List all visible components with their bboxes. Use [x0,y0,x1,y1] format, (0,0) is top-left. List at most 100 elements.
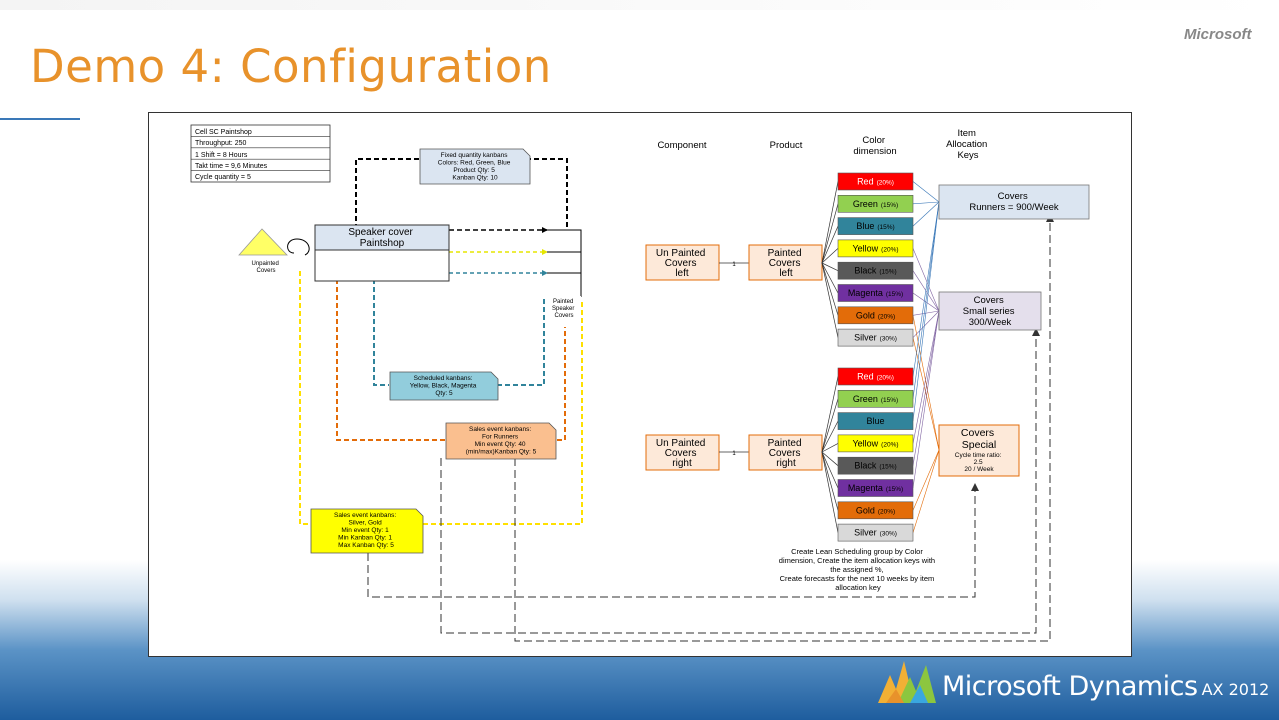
color-box-label: Green(15%) [853,394,898,404]
fixed-kanban-line: Fixed quantity kanbans [441,152,509,159]
color-box-label: Blue [866,416,884,426]
scheduled-kanban-note: Scheduled kanbans: Yellow, Black, Magent… [389,371,499,401]
product-color-connector [821,203,839,264]
dynamics-mark-icon [878,661,936,703]
note-line: dimension, Create the item allocation ke… [779,556,935,565]
painted-covers-label: Painted Speaker Covers [547,296,581,322]
color-box-label: Black(15%) [854,461,896,471]
product-color-connector [821,181,839,264]
color-box-silver [837,328,914,347]
allocation-connector [912,181,940,203]
color-pct: (15%) [881,202,898,209]
color-name: Yellow [852,438,878,448]
component-right-label: Covers [665,448,697,459]
color-name: Magenta [848,483,883,493]
small-series-label: 300/Week [969,317,1012,328]
svg-text:Covers Special: Covers Special [961,427,997,451]
cell-table-row: Cell SC Paintshop [195,129,252,136]
product-color-connector [821,451,839,489]
color-box-green [837,195,914,213]
svg-text:Unpainted Covers: Unpainted Covers [251,261,280,274]
color-box-black [837,456,914,475]
color-box-magenta [837,479,914,497]
allocation-connector [912,201,940,227]
note-line: the assigned %, [830,565,883,574]
product-left-label: left [779,268,793,279]
scheduled-kanban-loop [373,279,545,386]
flow-lines [299,158,1054,642]
color-name: Silver [854,528,877,538]
svg-text:Fixed quantity kanbans: Fixed quantity kanbans Colors: Red, Gree… [438,152,512,182]
painted-label: Covers [554,313,573,319]
header-allocation-line: Allocation [946,139,987,150]
sales-silver-line: Min Kanban Qty: 1 [338,535,392,542]
ratio-right: 1 [732,451,736,457]
color-box-blue [837,412,914,430]
header-allocation-line: Keys [957,150,978,161]
product-left-label: Painted [768,248,802,259]
color-name: Gold [856,505,875,515]
paintshop-label: Paintshop [360,238,405,249]
sales-runners-note: Sales event kanbans: For Runners Min eve… [445,422,557,460]
cell-table-row: Cycle quantity = 5 [195,174,251,181]
sales-runners-line: Min event Qty: 40 [475,441,526,448]
color-name: Yellow [852,243,878,253]
svg-text:Covers Small series: Covers Small series 300/Week [963,295,1017,328]
color-box-label: Green(15%) [853,199,898,209]
svg-text:Painted Covers: Painted Covers right [768,438,805,469]
color-name: Silver [854,333,877,343]
svg-text:Un Painted Covers: Un Painted Covers left [656,248,708,279]
fixed-kanban-line: Kanban Qty: 10 [452,175,498,182]
unpainted-label: Unpainted [251,261,278,267]
allocation-connector [912,310,940,338]
allocation-connector [912,315,940,451]
color-box-label: Gold(20%) [856,505,895,515]
allocation-connector [912,337,940,451]
sales-runners-line: Sales event kanbans: [469,426,531,433]
allocation-special-box: Covers Special Cycle time ratio: 2.5 20 … [938,424,1020,477]
painted-label: Speaker [552,306,574,312]
fixed-kanban-line: Colors: Red, Green, Blue [438,160,511,167]
unpainted-covers-triangle: Unpainted Covers [238,228,310,274]
allocation-connector [912,201,940,205]
product-color-connector [821,262,839,316]
cell-info-table: Cell SC Paintshop Throughput: 250 1 Shif… [190,124,331,183]
component-group-left: Un Painted Covers left 1 Painted Covers … [645,244,823,281]
color-name: Black [854,461,877,471]
component-left-label: left [675,268,689,279]
column-headers: Component Product Color dimension Item A… [657,128,987,161]
product-color-connector [821,248,839,264]
allocation-small-series-box: Covers Small series 300/Week [938,291,1042,331]
product-color-connector [821,376,839,453]
dynamics-brand: Microsoft Dynamics [942,671,1198,702]
color-box-label: Silver(30%) [854,528,897,538]
allocation-connector [912,201,940,399]
allocation-connector [912,310,940,444]
svg-text:Sales event kanbans: S: Sales event kanbans: Silver, Gold Min ev… [334,512,398,549]
color-box-label: Magenta(15%) [848,483,903,493]
component-left-label: Covers [665,258,697,269]
paintshop-label: Speaker cover [348,227,413,238]
svg-text:Un Painted Covers: Un Painted Covers right [656,438,708,469]
fixed-kanban-line: Product Qty: 5 [453,167,495,174]
color-pct: (15%) [879,269,896,276]
sales-silver-line: Sales event kanbans: [334,512,396,519]
special-label: Special [962,439,996,451]
svg-text:Cycle time ratio: 2.5: Cycle time ratio: 2.5 20 / Week [955,452,1003,473]
product-color-connector [821,451,839,533]
dynamics-version: AX 2012 [1201,680,1270,699]
forecast-line-2 [440,330,1037,634]
color-name: Magenta [848,288,883,298]
product-color-connector [821,398,839,453]
color-box-label: Red(20%) [857,372,894,382]
special-label: Covers [961,427,994,439]
color-box-label: Magenta(15%) [848,288,903,298]
component-group-right: Un Painted Covers right 1 Painted Covers… [645,434,823,471]
svg-text:Painted Covers: Painted Covers left [768,248,805,279]
scheduled-kanban-line: Qty: 5 [435,390,453,397]
color-name: Green [853,199,878,209]
title-underline [0,118,80,120]
cell-table-row: 1 Shift = 8 Hours [195,152,248,159]
